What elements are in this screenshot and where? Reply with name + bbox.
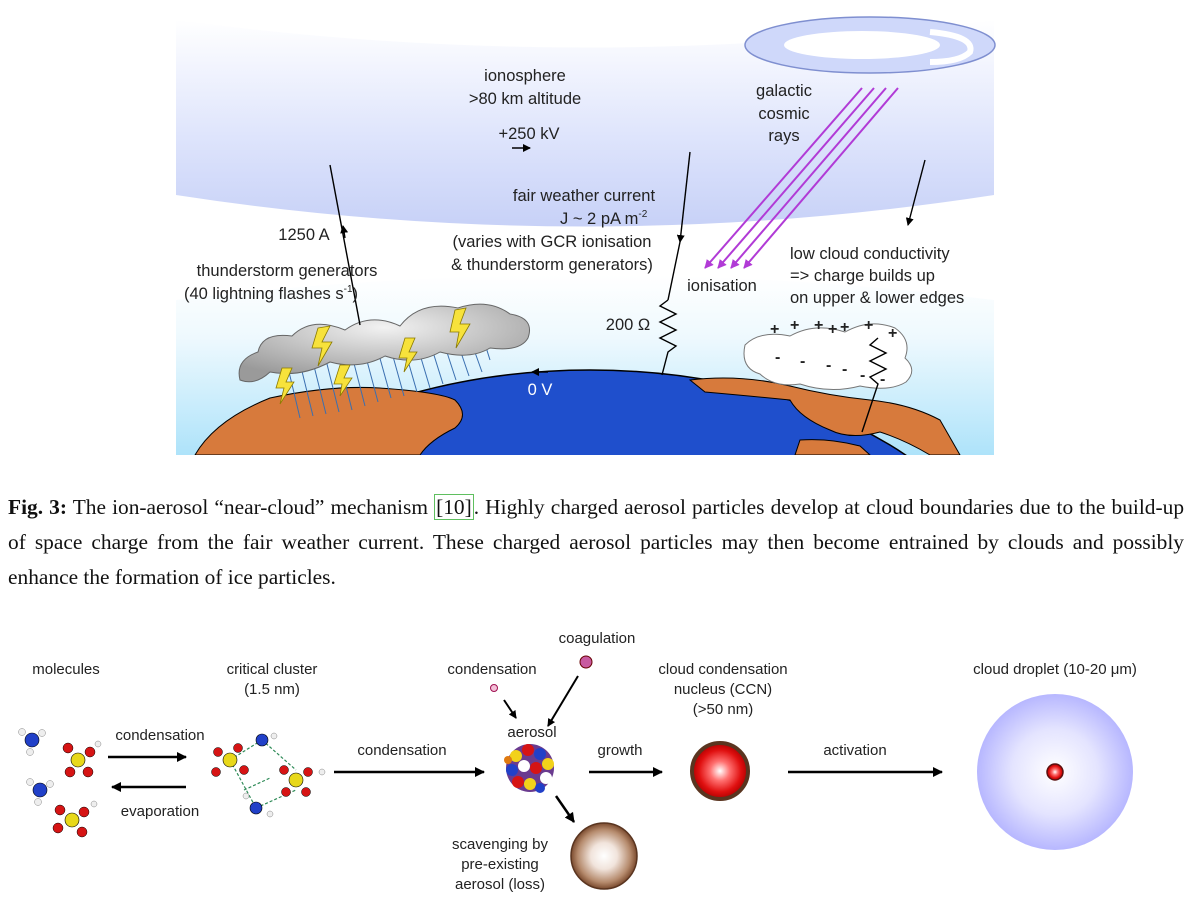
- caption-text-part1: The ion-aerosol “near-cloud” mechanism: [66, 495, 435, 519]
- ccn-label-line1: cloud condensation: [658, 661, 787, 678]
- plus-sign: +: [814, 317, 823, 334]
- molecule-icons: [18, 728, 102, 838]
- minus-sign: -: [842, 361, 847, 378]
- condensation-small-label: condensation: [447, 661, 536, 678]
- sulfuric-acid-molecule: [62, 740, 102, 778]
- cloud-resistor-symbol: [861, 337, 888, 433]
- resistance-label: 200 Ω: [606, 316, 650, 334]
- land-right-small: [794, 439, 871, 455]
- fair-weather-label-line4: & thunderstorm generators): [451, 256, 653, 274]
- evaporation-label: evaporation: [121, 803, 199, 820]
- atmosphere-diagram: [176, 0, 994, 455]
- critical-cluster-label-line1: critical cluster: [227, 661, 318, 678]
- low-cloud-label-line3: on upper & lower edges: [790, 289, 964, 307]
- critical-cluster-icon: [211, 732, 326, 818]
- land-left: [194, 386, 463, 455]
- nucleation-diagram: [18, 655, 1133, 890]
- lightning-bolts: [275, 307, 471, 405]
- plus-sign: +: [840, 319, 849, 336]
- cosmic-ray-arrows: [704, 87, 899, 269]
- aerosol-label: aerosol: [507, 724, 556, 741]
- minus-sign: -: [826, 357, 831, 374]
- minus-sign: -: [860, 367, 865, 384]
- ccn-label-line2: nucleus (CCN): [674, 681, 772, 698]
- minus-sign: -: [800, 353, 805, 370]
- fair-weather-current-arrow: [676, 151, 691, 243]
- cloud-current-arrow: [905, 159, 926, 226]
- small-particle-icon: [490, 684, 498, 692]
- scavenging-label-line3: aerosol (loss): [455, 876, 545, 893]
- plus-sign: +: [864, 317, 873, 334]
- thunderstorm-current-line: [329, 164, 361, 326]
- molecules-label: molecules: [32, 661, 100, 678]
- ionosphere-altitude-label: >80 km altitude: [469, 90, 581, 108]
- sulfuric-acid-molecule: [52, 800, 98, 838]
- scavenging-arrow: [554, 795, 576, 823]
- fair-weather-label-line1: fair weather current: [513, 187, 656, 205]
- coagulation-arrow: [547, 675, 579, 727]
- scavenging-label-line2: pre-existing: [461, 856, 539, 873]
- ammonia-molecule: [26, 778, 54, 806]
- critical-cluster-label-line2: (1.5 nm): [244, 681, 300, 698]
- minus-sign: -: [775, 349, 780, 366]
- current-1250-label: 1250 A: [278, 226, 329, 244]
- thunderstorm-clouds: [238, 303, 530, 419]
- thunderstorm-label-line2: (40 lightning flashes s-1): [184, 284, 358, 303]
- land-right: [688, 377, 961, 455]
- fair-weather-label-line2: J ~ 2 pA m-2: [560, 209, 648, 228]
- low-cloud-label-line2: => charge builds up: [790, 267, 935, 285]
- coagulating-particle-icon: [579, 655, 593, 669]
- charge-signs: + + + + + + + - - - - - -: [770, 317, 897, 388]
- droplet-label: cloud droplet (10-20 μm): [973, 661, 1137, 678]
- ionisation-label: ionisation: [687, 277, 757, 295]
- growth-label: growth: [597, 742, 642, 759]
- upward-current-arrow: [340, 225, 349, 239]
- plus-sign: +: [888, 325, 897, 342]
- fair-weather-line-lower: [667, 241, 681, 301]
- minus-sign: -: [880, 371, 885, 388]
- plus-sign: +: [790, 317, 799, 334]
- ground-voltage-label: 0 V: [528, 381, 553, 399]
- coagulation-label: coagulation: [559, 630, 636, 647]
- low-cloud: [743, 323, 913, 390]
- gcr-label-line1: galactic: [756, 82, 812, 100]
- thunderstorm-label-line1: thunderstorm generators: [197, 262, 378, 280]
- current-lines: [329, 144, 926, 433]
- scavenging-aerosol-sphere: [570, 822, 638, 890]
- figure2-labels: molecules critical cluster (1.5 nm) cond…: [32, 630, 1137, 893]
- ammonia-molecule: [18, 728, 46, 756]
- activation-label: activation: [823, 742, 886, 759]
- ionosphere-label: ionosphere: [484, 67, 566, 85]
- condensation-main-label: condensation: [357, 742, 446, 759]
- figure1-labels: ionosphere >80 km altitude +250 kV galac…: [184, 67, 964, 399]
- gcr-label-line2: cosmic: [758, 105, 809, 123]
- resistor-symbol: [658, 299, 678, 376]
- fair-weather-label-line3: (varies with GCR ionisation: [453, 233, 652, 251]
- low-cloud-label-line1: low cloud conductivity: [790, 245, 950, 263]
- aerosol-cluster-icon: [504, 744, 554, 793]
- gcr-label-line3: rays: [768, 127, 799, 145]
- citation-link[interactable]: [10]: [434, 494, 474, 520]
- small-condensation-arrow: [503, 699, 517, 719]
- ccn-label-line3: (>50 nm): [693, 701, 753, 718]
- ccn-sphere: [690, 741, 750, 801]
- caption-label: Fig. 3:: [8, 495, 67, 519]
- galaxy-icon: [744, 16, 996, 74]
- condensation-arrow-label: condensation: [115, 727, 204, 744]
- ionosphere-band: [176, 20, 994, 227]
- plus-sign: +: [770, 321, 779, 338]
- caption-text-part2: . Highly charged aerosol particles devel…: [8, 495, 1185, 589]
- scavenging-label-line1: scavenging by: [452, 836, 548, 853]
- ionosphere-voltage-label: +250 kV: [498, 125, 559, 143]
- droplet-nucleus: [1046, 763, 1064, 781]
- figure-caption: Fig. 3: The ion-aerosol “near-cloud” mec…: [8, 490, 1184, 595]
- plus-sign: +: [828, 321, 837, 338]
